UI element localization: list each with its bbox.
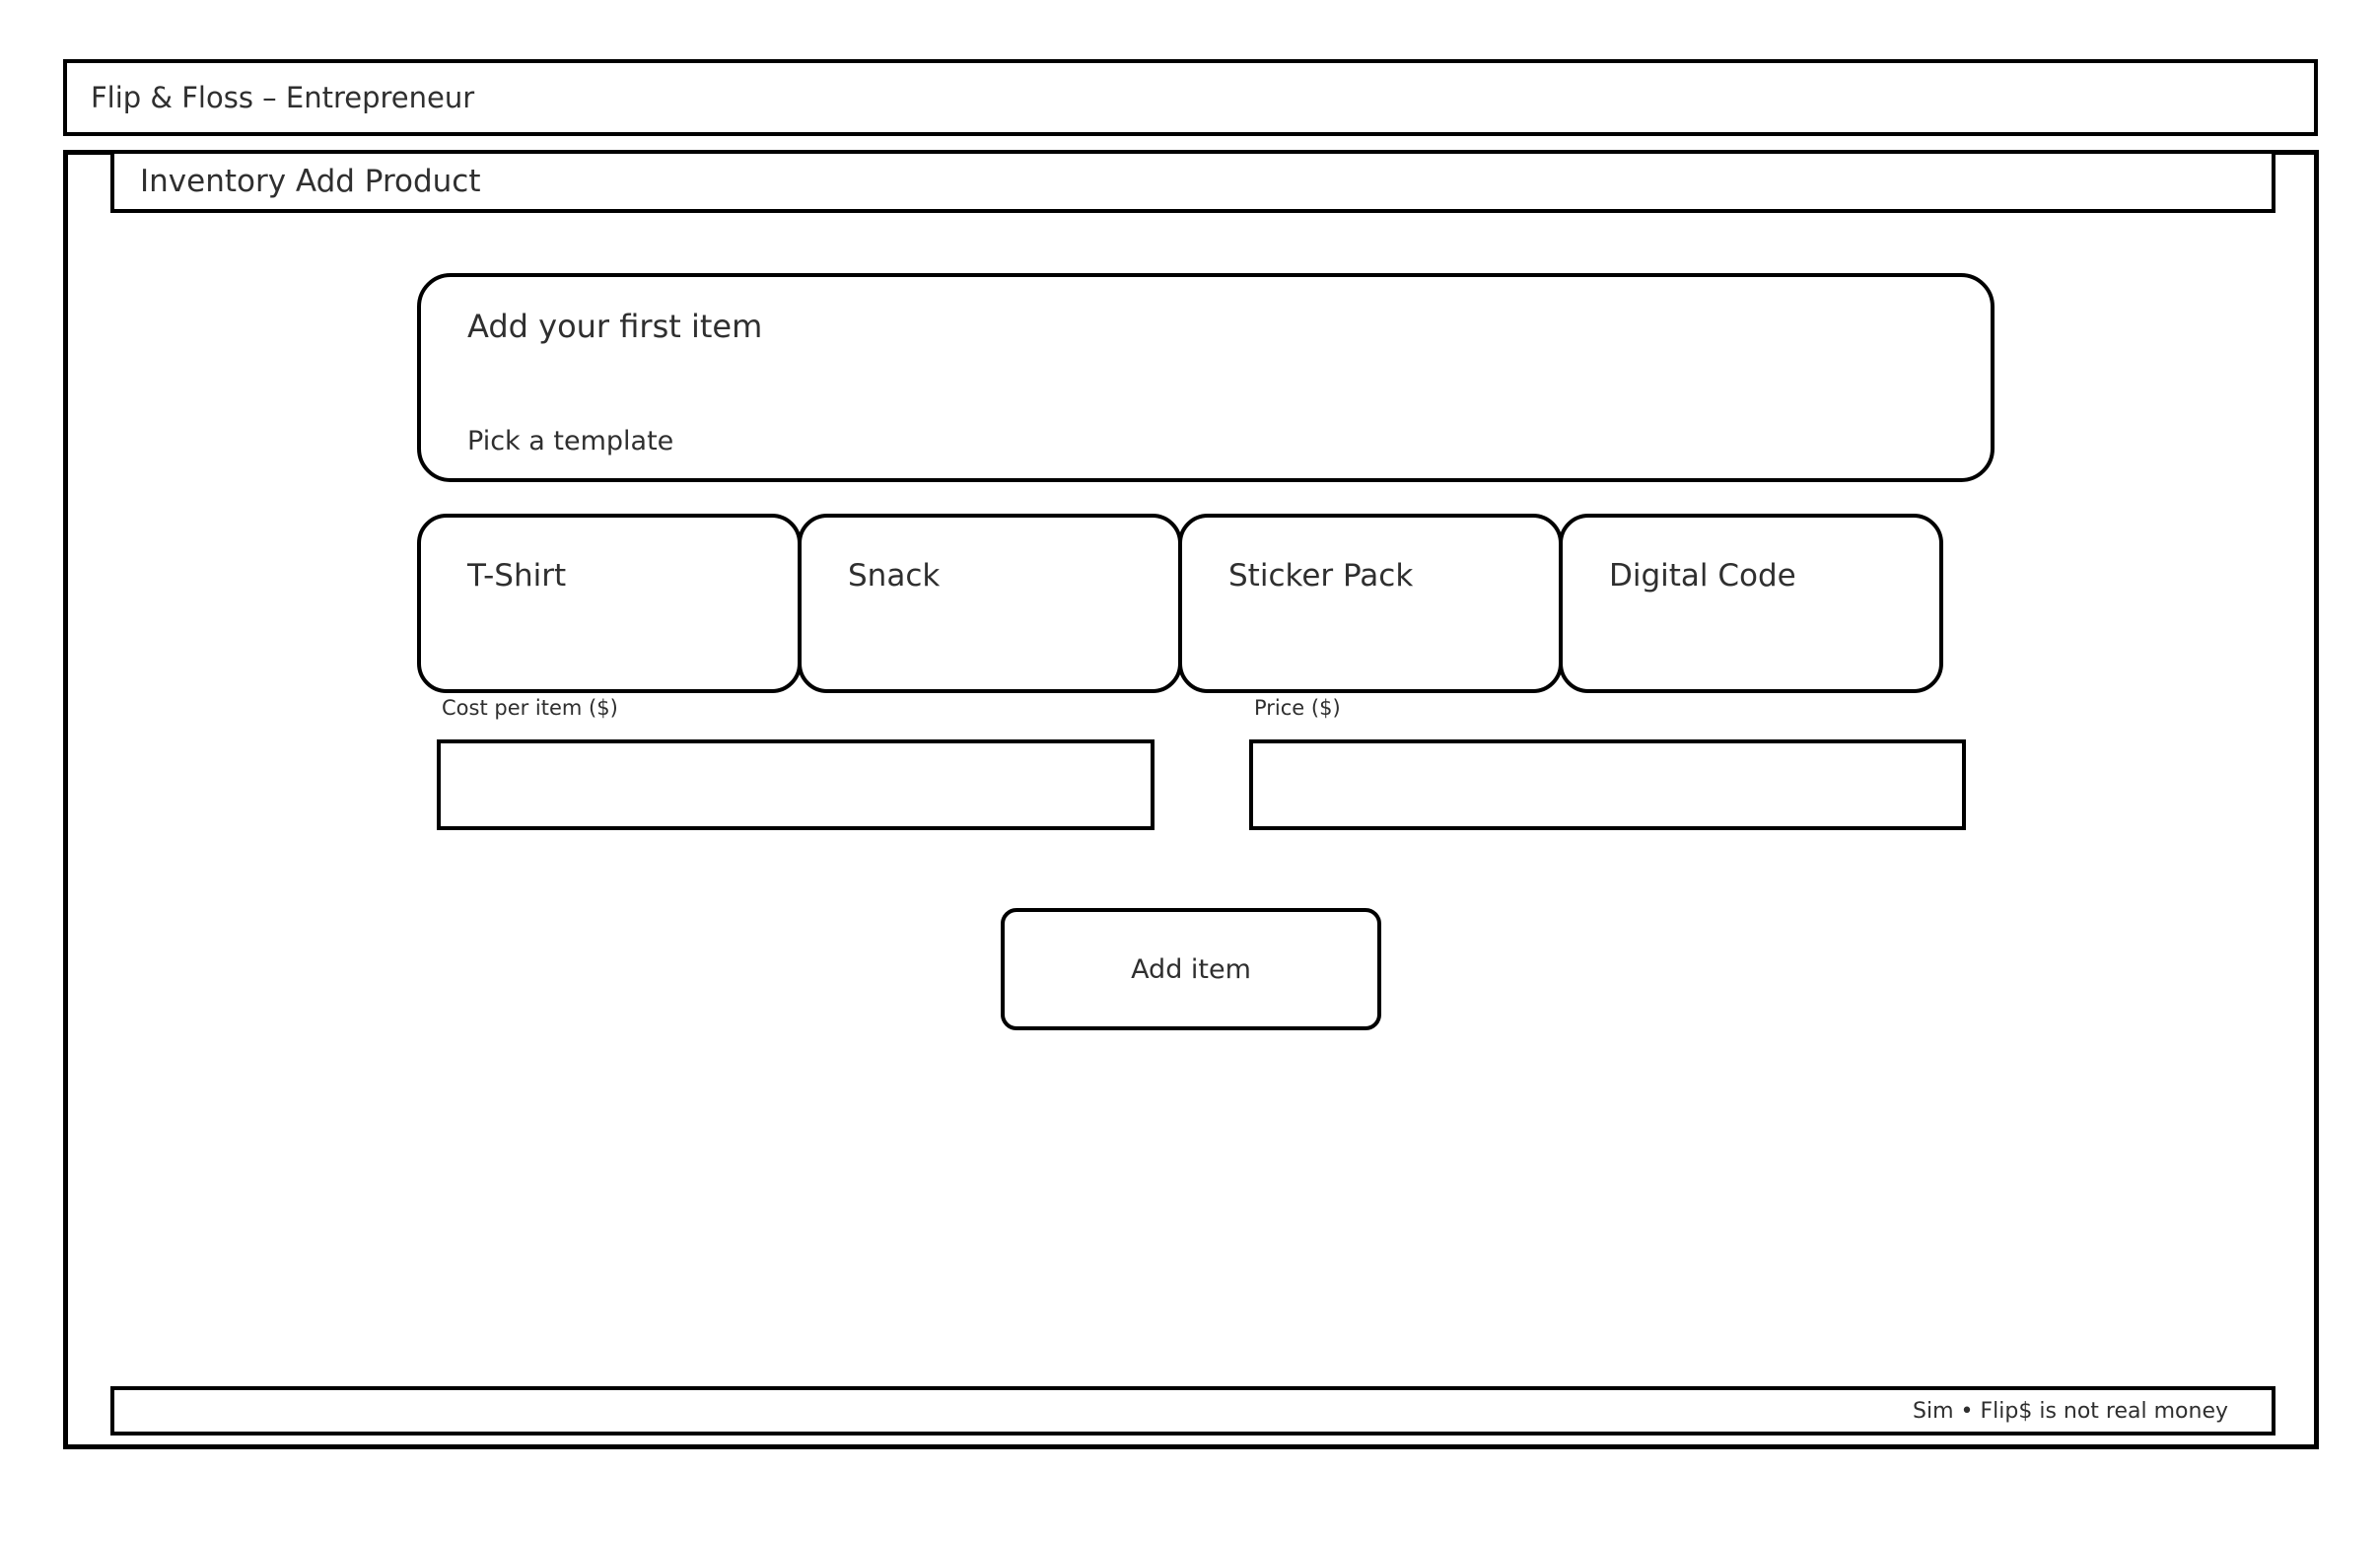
cost-per-item-input[interactable] [437,739,1155,830]
footer-bar: Sim • Flip$ is not real money [110,1386,2275,1436]
add-item-button-label: Add item [1131,953,1251,985]
template-card-label: T-Shirt [467,558,567,594]
price-input[interactable] [1249,739,1966,830]
pick-template-label: Pick a template [467,426,674,456]
template-card-row: T-Shirt Snack Sticker Pack Digital Code [417,514,1943,693]
window-title-bar: Flip & Floss – Entrepreneur [63,59,2318,136]
page-title: Inventory Add Product [140,164,481,199]
page-header-bar: Inventory Add Product [110,150,2275,213]
add-item-button[interactable]: Add item [1001,908,1381,1030]
template-card-digital-code[interactable]: Digital Code [1559,514,1943,693]
template-card-tshirt[interactable]: T-Shirt [417,514,802,693]
cost-per-item-label: Cost per item ($) [442,696,618,720]
add-first-item-panel: Add your first item Pick a template [417,273,1995,482]
template-card-sticker-pack[interactable]: Sticker Pack [1178,514,1563,693]
template-card-label: Digital Code [1609,558,1796,594]
template-card-snack[interactable]: Snack [798,514,1182,693]
template-card-label: Snack [848,558,941,594]
price-label: Price ($) [1254,696,1341,720]
panel-title: Add your first item [467,308,763,345]
footer-disclaimer: Sim • Flip$ is not real money [1913,1398,2228,1424]
template-card-label: Sticker Pack [1228,558,1414,594]
window-title: Flip & Floss – Entrepreneur [91,81,475,114]
